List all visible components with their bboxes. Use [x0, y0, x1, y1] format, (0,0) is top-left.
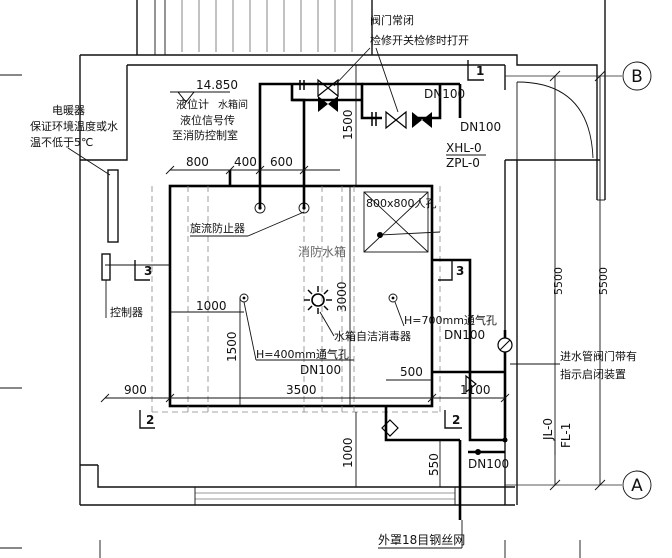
section-markers [134, 60, 484, 429]
dim-1000: 1000 [196, 299, 227, 313]
dim-3000: 3000 [335, 281, 349, 312]
right-dimensions [549, 70, 606, 491]
elevation-mark [170, 91, 230, 103]
dim-5500-a: 5500 [552, 267, 565, 295]
room-walls [0, 0, 606, 558]
valves [299, 78, 513, 455]
dim-600: 600 [270, 155, 293, 169]
manhole [363, 191, 429, 253]
dim-1000-bottom: 1000 [341, 437, 355, 468]
level-gauge-label: 液位计 [176, 97, 209, 111]
axis-lines [505, 61, 652, 500]
level-signal-line1: 液位信号传 [180, 113, 235, 127]
dim-550: 550 [427, 453, 441, 476]
dn100-bottom-label: DN100 [468, 457, 509, 471]
disinfector-label: 水箱自洁消毒器 [334, 329, 411, 343]
vent-700-label: H=700mm通气孔 [404, 313, 497, 327]
vent-icon [388, 293, 398, 303]
dim-1100: 1100 [460, 383, 491, 397]
zpl-label: ZPL-0 [446, 156, 480, 170]
electric-heater [107, 169, 119, 243]
piping [105, 82, 507, 520]
dn100-top-label: DN100 [424, 87, 465, 101]
valve-note-line2: 检修开关检修时打开 [370, 33, 469, 47]
dim-800: 800 [186, 155, 209, 169]
section-2-right: 2 [452, 413, 460, 427]
dim-400: 400 [234, 155, 257, 169]
axis-a-label: A [631, 476, 643, 496]
jl-label: JL-0 [541, 418, 555, 441]
dn100-right-label: DN100 [444, 328, 485, 342]
dim-1500-top: 1500 [341, 109, 355, 140]
dim-900: 900 [124, 383, 147, 397]
dim-500: 500 [400, 365, 423, 379]
vent-400-label: H=400mm通气孔 [256, 347, 349, 361]
section-1-top: 1 [476, 64, 484, 78]
dim-1500-left: 1500 [225, 331, 239, 362]
heater-label-1: 电暖器 [52, 104, 85, 117]
dim-3500: 3500 [286, 383, 317, 397]
mesh-label: 外罩18目钢丝网 [378, 533, 465, 547]
fire-tank-label: 消防水箱 [298, 244, 346, 259]
dim-5500-b: 5500 [597, 267, 610, 295]
elevation-label: 14.850 [196, 78, 238, 92]
stair [136, 0, 373, 56]
disinfector-icon [304, 286, 332, 314]
tank-partitions [151, 186, 441, 413]
valve-note-line1: 阀门常闭 [370, 13, 414, 27]
inlet-note-line2: 指示启闭装置 [560, 367, 626, 381]
inlet-note-line1: 进水管阀门带有 [560, 349, 637, 363]
section-3-right: 3 [456, 264, 464, 278]
section-3-left: 3 [144, 264, 152, 278]
manhole-label: 800x800人孔 [366, 197, 437, 210]
heater-label-3: 温不低于5℃ [30, 136, 93, 149]
dimension-lines [100, 65, 510, 487]
axis-b-label: B [631, 67, 643, 87]
level-signal-line2: 至消防控制室 [172, 128, 238, 142]
vortex-label: 旋流防止器 [190, 221, 245, 235]
fl-label: FL-1 [559, 423, 573, 448]
controller-box [101, 253, 111, 281]
dn100-center-label: DN100 [300, 363, 341, 377]
dn100-valve-label: DN100 [460, 120, 501, 134]
controller-label: 控制器 [110, 305, 143, 319]
xhl-label: XHL-0 [446, 141, 482, 155]
fire-water-tank [168, 184, 434, 408]
heater-label-2: 保证环境温度或水 [30, 119, 118, 133]
section-2-left: 2 [146, 413, 154, 427]
tank-room-label: 水箱间 [218, 98, 248, 111]
